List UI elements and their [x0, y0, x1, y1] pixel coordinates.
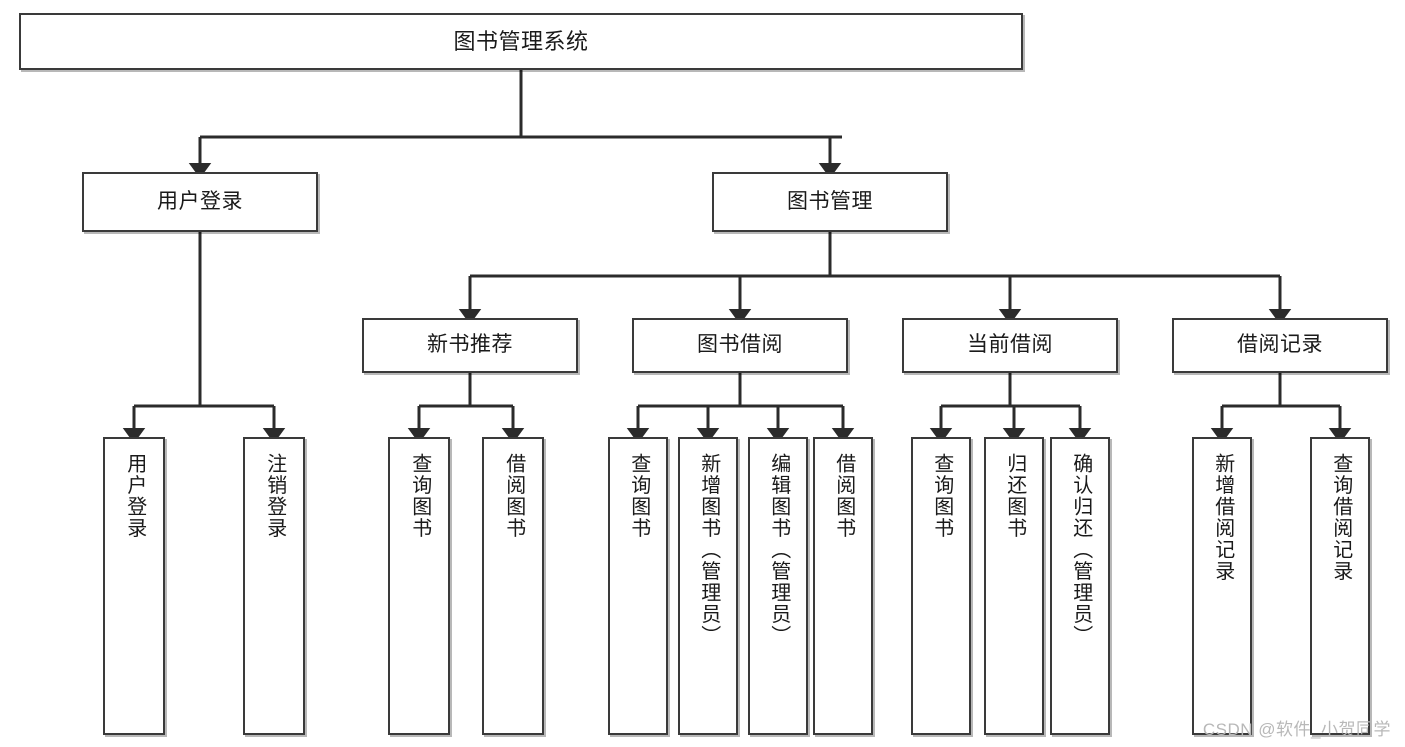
node-leaf-return-book-label: 归还图书 [1003, 453, 1026, 539]
node-book-manage[interactable]: 图书管理 [712, 172, 948, 232]
node-book-manage-label: 图书管理 [787, 189, 873, 213]
node-user-login[interactable]: 用户登录 [82, 172, 318, 232]
node-leaf-return-book[interactable]: 归还图书 [984, 437, 1044, 735]
node-book-borrow-label: 图书借阅 [697, 333, 783, 357]
node-user-login-label: 用户登录 [157, 189, 243, 213]
node-borrow-record[interactable]: 借阅记录 [1172, 318, 1388, 373]
node-new-book-rec[interactable]: 新书推荐 [362, 318, 578, 373]
node-leaf-borrow-book-2-label: 借阅图书 [832, 453, 855, 539]
node-leaf-query-book-3-label: 查询图书 [930, 453, 953, 539]
csdn-watermark: CSDN @软件_小贺同学 [1202, 720, 1391, 739]
node-leaf-confirm-return[interactable]: 确认归还（管理员） [1050, 437, 1110, 735]
node-leaf-user-login-label: 用户登录 [123, 453, 146, 539]
node-current-borrow-label: 当前借阅 [967, 333, 1053, 357]
node-leaf-edit-book-label: 编辑图书（管理员） [767, 453, 790, 647]
node-leaf-query-book-1-label: 查询图书 [408, 453, 431, 539]
node-leaf-query-record-label: 查询借阅记录 [1329, 453, 1352, 582]
node-current-borrow[interactable]: 当前借阅 [902, 318, 1118, 373]
node-new-book-rec-label: 新书推荐 [427, 333, 513, 357]
node-root[interactable]: 图书管理系统 [19, 13, 1023, 70]
node-leaf-borrow-book-1[interactable]: 借阅图书 [482, 437, 544, 735]
node-leaf-user-logout[interactable]: 注销登录 [243, 437, 305, 735]
node-leaf-query-book-2[interactable]: 查询图书 [608, 437, 668, 735]
node-leaf-add-book-label: 新增图书（管理员） [697, 453, 720, 647]
node-leaf-edit-book[interactable]: 编辑图书（管理员） [748, 437, 808, 735]
node-leaf-borrow-book-2[interactable]: 借阅图书 [813, 437, 873, 735]
node-leaf-add-book[interactable]: 新增图书（管理员） [678, 437, 738, 735]
node-leaf-query-book-3[interactable]: 查询图书 [911, 437, 971, 735]
node-leaf-user-logout-label: 注销登录 [263, 453, 286, 539]
node-book-borrow[interactable]: 图书借阅 [632, 318, 848, 373]
node-leaf-query-book-2-label: 查询图书 [627, 453, 650, 539]
node-borrow-record-label: 借阅记录 [1237, 333, 1323, 357]
node-root-label: 图书管理系统 [453, 28, 589, 54]
node-leaf-confirm-return-label: 确认归还（管理员） [1069, 453, 1092, 647]
node-leaf-query-record[interactable]: 查询借阅记录 [1310, 437, 1370, 735]
node-leaf-borrow-book-1-label: 借阅图书 [502, 453, 525, 539]
node-leaf-query-book-1[interactable]: 查询图书 [388, 437, 450, 735]
node-leaf-add-record-label: 新增借阅记录 [1211, 453, 1234, 582]
node-leaf-add-record[interactable]: 新增借阅记录 [1192, 437, 1252, 735]
node-leaf-user-login[interactable]: 用户登录 [103, 437, 165, 735]
